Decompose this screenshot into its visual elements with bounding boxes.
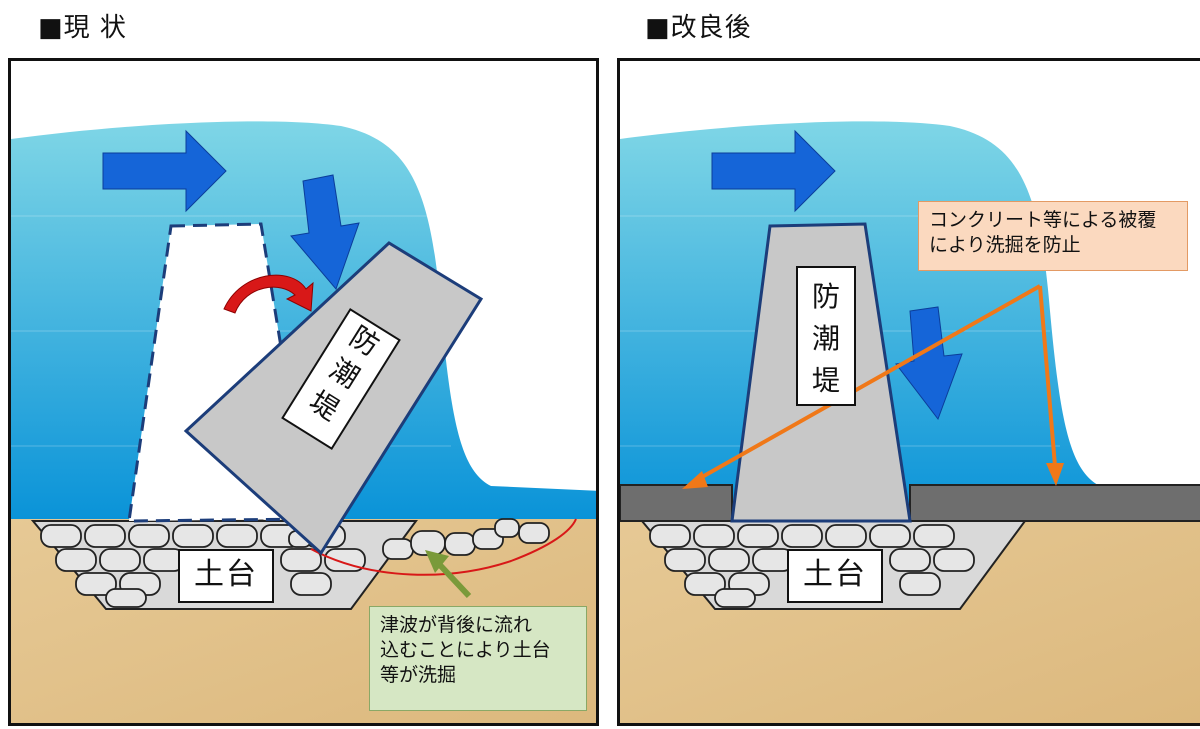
concrete-cover-left bbox=[620, 484, 733, 522]
panel-improved: 防 潮 堤 土台 コンクリート等による被覆 により洗掘を防止 bbox=[617, 58, 1200, 726]
rotation-arrow-icon bbox=[223, 274, 314, 314]
cover-pointer-left bbox=[694, 284, 1041, 483]
heading-improved: ■改良後 bbox=[645, 13, 752, 43]
flow-arrow-right-icon bbox=[102, 129, 227, 213]
base-label-improved: 土台 bbox=[787, 549, 883, 603]
heading-current: ■現 状 bbox=[38, 13, 127, 43]
scour-callout: 津波が背後に流れ 込むことにより土台 等が洗掘 bbox=[369, 606, 587, 711]
panel-current: 防 潮 堤 土台 津波が背後に流れ 込むことにより土台 等が洗掘 bbox=[8, 58, 599, 726]
base-stones bbox=[40, 524, 366, 608]
base-label-current: 土台 bbox=[178, 549, 274, 603]
flow-arrow-down-icon bbox=[895, 306, 963, 421]
scour-pointer-arrow bbox=[436, 561, 472, 599]
flow-arrow-right-icon bbox=[711, 129, 836, 213]
base-stones bbox=[649, 524, 975, 608]
seawall-label-improved: 防 潮 堤 bbox=[796, 266, 856, 406]
cover-callout: コンクリート等による被覆 により洗掘を防止 bbox=[918, 201, 1188, 271]
scour-line bbox=[310, 518, 577, 576]
flow-arrow-down-icon bbox=[290, 174, 360, 290]
tsunami-water bbox=[620, 121, 1200, 519]
cover-pointer-right bbox=[1038, 285, 1057, 467]
concrete-cover-right bbox=[909, 484, 1200, 522]
improved-illustration bbox=[620, 121, 1200, 723]
current-illustration bbox=[11, 121, 596, 723]
